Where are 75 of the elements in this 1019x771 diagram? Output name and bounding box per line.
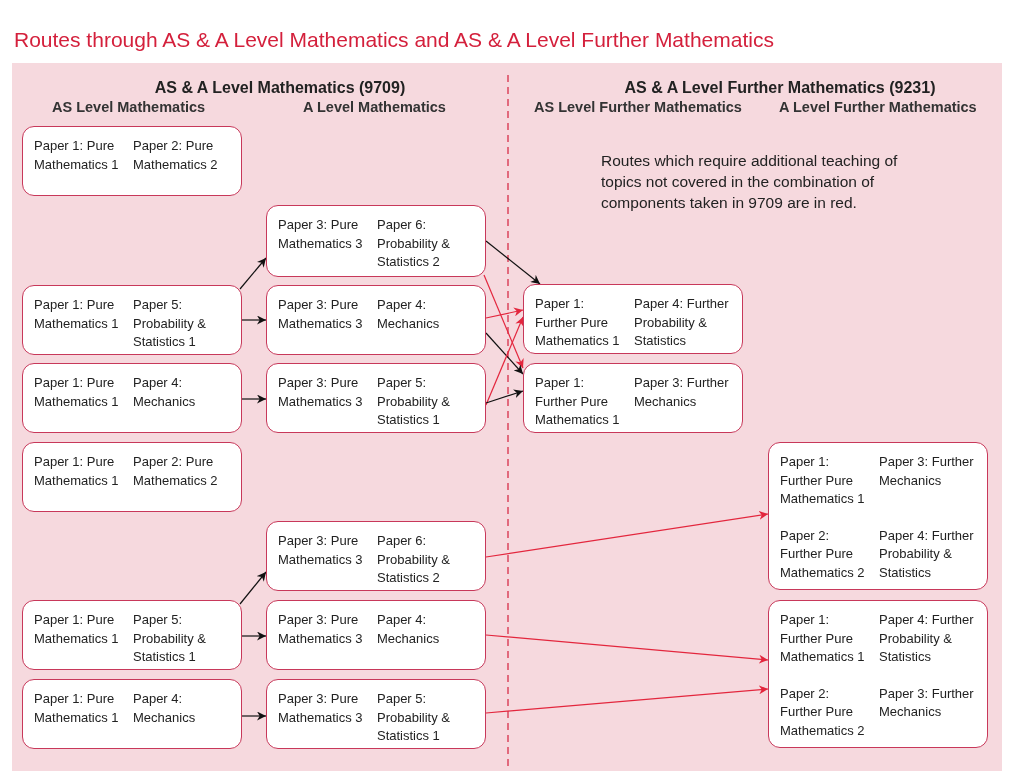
arrow: [239, 257, 267, 290]
column-subheading: AS Level Mathematics: [52, 98, 207, 117]
paper-name: Paper 2: Pure Mathematics 2: [133, 453, 219, 490]
arrow: [483, 274, 524, 369]
column-subheading: A Level Further Mathematics: [779, 98, 978, 117]
paper-name: Paper 1: Further Pure Mathematics 1: [535, 374, 621, 429]
paper-name: Paper 4: Mechanics: [377, 611, 441, 648]
paper-name: Paper 3: Pure Mathematics 3: [278, 296, 364, 333]
arrow: [485, 389, 524, 404]
paper-name: Paper 3: Further Mechanics: [879, 684, 975, 721]
component-box: [266, 363, 486, 433]
paper-name: Paper 3: Pure Mathematics 3: [278, 532, 364, 569]
paper-name: Paper 5: Probability & Statistics 1: [377, 374, 451, 429]
column-subheading: AS Level Further Mathematics: [534, 98, 743, 117]
paper-name: Paper 3: Pure Mathematics 3: [278, 216, 364, 253]
title: Routes through AS & A Level Mathematics and AS & A Level Further Mathematics: [14, 27, 774, 53]
component-box: [523, 363, 743, 433]
arrow: [485, 240, 541, 285]
paper-name: Paper 1: Further Pure Mathematics 1: [780, 611, 866, 666]
paper-name: Paper 1: Further Pure Mathematics 1: [535, 295, 621, 350]
arrow: [485, 332, 524, 375]
paper-name: Paper 6: Probability & Statistics 2: [377, 216, 451, 271]
component-box: [22, 679, 242, 749]
component-box: [266, 600, 486, 670]
paper-name: Paper 2: Further Pure Mathematics 2: [780, 526, 866, 582]
component-box: [22, 600, 242, 670]
column-subheading: A Level Mathematics: [303, 98, 447, 117]
paper-name: Paper 3: Pure Mathematics 3: [278, 690, 364, 727]
column-heading: AS & A Level Mathematics (9709): [153, 78, 407, 98]
arrow: [239, 571, 267, 605]
paper-name: Paper 3: Further Mechanics: [879, 453, 975, 490]
component-box: [266, 205, 486, 277]
paper-name: Paper 5: Probability & Statistics 1: [377, 690, 451, 745]
paper-name: Paper 2: Pure Mathematics 2: [133, 137, 219, 174]
paper-name: Paper 3: Pure Mathematics 3: [278, 374, 364, 411]
paper-name: Paper 4: Mechanics: [377, 296, 441, 333]
note-text: Routes which require additional teaching of topics not covered in the combination of components taken in 9709 are in red.: [601, 151, 899, 213]
component-box: [22, 363, 242, 433]
component-box: [22, 285, 242, 355]
component-box: [22, 442, 242, 512]
paper-name: Paper 3: Further Mechanics: [634, 374, 730, 411]
component-box: [266, 679, 486, 749]
paper-name: Paper 1: Pure Mathematics 1: [34, 296, 120, 333]
paper-name: Paper 1: Pure Mathematics 1: [34, 453, 120, 490]
paper-name: Paper 1: Pure Mathematics 1: [34, 611, 120, 648]
arrow: [241, 394, 267, 404]
paper-name: Paper 6: Probability & Statistics 2: [377, 532, 451, 587]
paper-name: Paper 3: Pure Mathematics 3: [278, 611, 364, 648]
arrow: [241, 711, 267, 721]
arrow: [241, 631, 267, 641]
arrow: [485, 634, 769, 664]
paper-name: Paper 2: Further Pure Mathematics 2: [780, 684, 866, 740]
arrow: [485, 685, 769, 714]
arrow: [485, 510, 769, 558]
column-heading: AS & A Level Further Mathematics (9231): [623, 78, 937, 98]
paper-name: Paper 5: Probability & Statistics 1: [133, 611, 207, 666]
arrow: [485, 316, 524, 406]
component-box: [523, 284, 743, 354]
component-box: [22, 126, 242, 196]
paper-name: Paper 4: Mechanics: [133, 374, 197, 411]
paper-name: Paper 5: Probability & Statistics 1: [133, 296, 207, 351]
component-box: [768, 442, 988, 590]
arrow: [485, 307, 524, 319]
component-box: [266, 285, 486, 355]
paper-name: Paper 1: Pure Mathematics 1: [34, 690, 120, 727]
arrow: [241, 315, 267, 325]
paper-name: Paper 4: Further Probability & Statistics: [634, 295, 730, 350]
paper-name: Paper 1: Pure Mathematics 1: [34, 137, 120, 174]
paper-name: Paper 1: Pure Mathematics 1: [34, 374, 120, 411]
component-box: [768, 600, 988, 748]
paper-name: Paper 1: Further Pure Mathematics 1: [780, 453, 866, 508]
paper-name: Paper 4: Further Probability & Statistics: [879, 526, 975, 582]
paper-name: Paper 4: Further Probability & Statistics: [879, 611, 975, 666]
component-box: [266, 521, 486, 591]
paper-name: Paper 4: Mechanics: [133, 690, 197, 727]
